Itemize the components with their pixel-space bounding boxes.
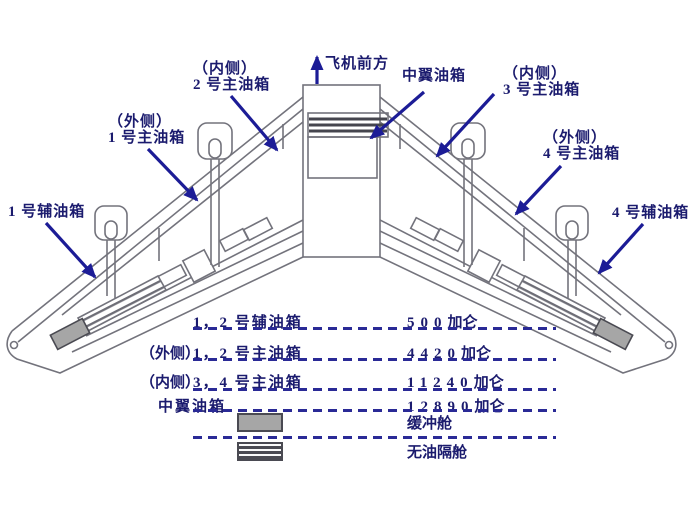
label-aux1: 1 号辅油箱 — [8, 204, 86, 220]
legend-row-buffer: 缓冲舱 — [140, 412, 570, 434]
tank1-arrow — [146, 147, 199, 202]
pointer-arrows — [44, 55, 645, 279]
vent-outlet — [9, 340, 19, 350]
dashed-divider — [193, 436, 556, 439]
label-tank4: （外侧） 4 号主油箱 — [543, 130, 621, 162]
table-row-inboard-main: （内侧） 3，4 号主油箱 11240加仑 — [140, 375, 504, 391]
label-aircraft-forward: 飞机前方 — [325, 56, 390, 72]
label-tank3: （内侧） 3 号主油箱 — [503, 66, 581, 98]
dry-bay-swatch — [237, 442, 283, 461]
tank3-arrow — [435, 92, 496, 158]
buffer-tank-box — [49, 317, 91, 351]
tank4-arrow — [514, 164, 563, 216]
legend-row-drybay: 无油隔舱 — [140, 441, 570, 463]
aux4-arrow — [597, 222, 645, 275]
label-tank2: （内侧） 2 号主油箱 — [193, 61, 271, 93]
buffer-tank-swatch — [237, 413, 283, 432]
center-tank-arrow — [369, 90, 426, 140]
dashed-divider — [193, 388, 556, 391]
dashed-divider — [193, 327, 556, 330]
dashed-divider — [193, 358, 556, 361]
label-center-tank: 中翼油箱 — [402, 68, 467, 84]
label-aux4: 4 号辅油箱 — [612, 205, 690, 221]
center-wing-box — [302, 84, 389, 258]
aux1-arrow — [44, 221, 97, 279]
tank2-arrow — [229, 94, 279, 152]
label-tank1: （外侧） 1 号主油箱 — [108, 114, 186, 146]
dashed-divider — [193, 409, 556, 412]
left-wing — [6, 96, 304, 374]
